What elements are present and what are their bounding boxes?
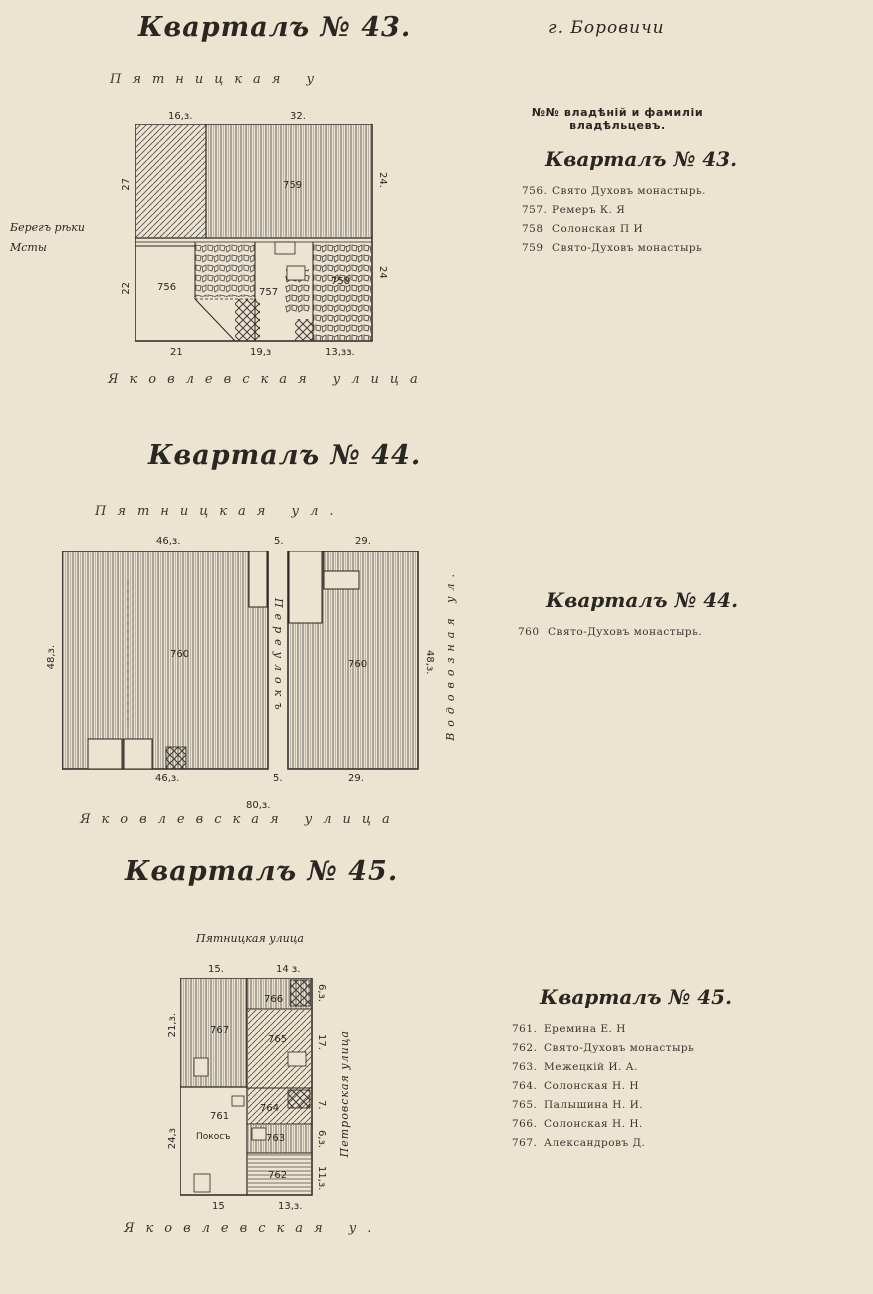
owner-row: 766.Солонская Н. Н. — [512, 1118, 643, 1130]
owner-list-43: 756.Свято Духовъ монастырь. 757.Ремеръ К… — [522, 185, 706, 261]
block-43-title: Кварталъ № 43. — [138, 12, 412, 43]
parcel-label-757: 757 — [259, 287, 278, 298]
parcel-762 — [248, 1154, 311, 1194]
owner-row: 765.Палышина Н. И. — [512, 1099, 644, 1111]
owner-row: 756.Свято Духовъ монастырь. — [522, 185, 706, 197]
parcel-label-763: 763 — [266, 1133, 285, 1144]
dim-45-right-e: 11,з. — [316, 1166, 327, 1191]
owner-row: 763.Межецкій И. А. — [512, 1061, 638, 1073]
block-45-title: Кварталъ № 45. — [125, 856, 399, 887]
street-top-43: Пятницкая у — [110, 72, 326, 87]
street-right-45: Петровская улица — [338, 1030, 351, 1158]
dim-44-top-c: 29. — [355, 536, 371, 547]
dim-43-top-a: 16,з. — [168, 111, 193, 122]
dim-43-right-a: 24. — [377, 172, 388, 188]
parcel-43-nw — [136, 125, 206, 237]
dim-45-right-b: 17. — [316, 1034, 327, 1050]
dim-44-left: 48,з. — [46, 645, 57, 670]
parcel-label-766: 766 — [264, 994, 283, 1005]
parcel-label-760-west: 760 — [170, 649, 189, 660]
street-bottom-45: Яковлевская у. — [124, 1221, 383, 1236]
street-middle-44: Переулокъ — [272, 598, 285, 716]
parcel-760-west — [62, 551, 269, 770]
parcel-765 — [248, 1010, 311, 1088]
parcel-label-767: 767 — [210, 1025, 229, 1036]
owner-row: 764.Солонская Н. Н — [512, 1080, 639, 1092]
list-43-title: Кварталъ № 43. — [545, 147, 738, 171]
dim-43-bottom-b: 19,з — [250, 347, 272, 358]
street-top-44: Пятницкая ул. — [95, 504, 345, 519]
columns-header: №№ владѣній и фамиліи владѣльцевъ. — [531, 106, 704, 132]
parcel-label-762: 762 — [268, 1170, 287, 1181]
parcel-767 — [181, 979, 247, 1087]
dim-45-right-d: 6,з. — [316, 1130, 327, 1149]
dim-43-bottom-a: 21 — [170, 347, 183, 358]
parcel-759 — [207, 125, 371, 237]
owner-list-45: 761.Еремина Е. Н 762.Свято-Духовъ монаст… — [512, 1023, 694, 1156]
owner-row: 761.Еремина Е. Н — [512, 1023, 626, 1035]
dim-45-left-a: 21,з. — [167, 1013, 178, 1038]
parcel-label-760-east: 760 — [348, 659, 367, 670]
dim-45-top-b: 14 з. — [276, 964, 301, 975]
dim-45-right-a: 6,з. — [316, 984, 327, 1003]
block-44-title: Кварталъ № 44. — [148, 440, 422, 471]
parcel-label-765: 765 — [268, 1034, 287, 1045]
town-name: г. Боровичи — [548, 18, 665, 38]
dim-44-bottom-c: 29. — [348, 773, 364, 784]
dim-44-bottom-b: 5. — [273, 773, 283, 784]
dim-43-right-b: 24 — [377, 266, 388, 279]
dim-45-right-c: 7. — [316, 1100, 327, 1110]
dim-43-top-b: 32. — [290, 111, 306, 122]
dim-44-bottom-a: 46,з. — [155, 773, 180, 784]
cemetery-label: Покосъ — [196, 1132, 231, 1142]
dim-44-right: 48,з. — [424, 650, 435, 675]
street-left-43: Берегъ рѣки Мсты — [10, 221, 85, 254]
parcel-label-756: 756 — [157, 282, 176, 293]
list-44-title: Кварталъ № 44. — [546, 588, 739, 612]
dim-44-top-b: 5. — [274, 536, 284, 547]
street-bottom-43: Яковлевская улица — [108, 372, 429, 387]
owner-row: 762.Свято-Духовъ монастырь — [512, 1042, 695, 1054]
dim-43-left-a: 27 — [121, 178, 132, 191]
dim-45-left-b: 24,з — [167, 1128, 178, 1150]
parcel-label-761: 761 — [210, 1111, 229, 1122]
parcel-label-764: 764 — [260, 1103, 279, 1114]
parcel-label-759: 759 — [283, 180, 302, 191]
dim-45-top-a: 15. — [208, 964, 224, 975]
dim-45-bottom-b: 13,з. — [278, 1201, 303, 1212]
street-bottom-44: Яковлевская улица — [80, 812, 401, 827]
dim-43-left-b: 22 — [121, 282, 132, 295]
block-43-map: 759 756 757 758 — [135, 124, 373, 342]
street-right-44: Водовозная ул. — [444, 568, 457, 741]
block-44-map: 760 760 — [62, 551, 419, 770]
dim-44-top-a: 46,з. — [156, 536, 181, 547]
owner-row: 757.Ремеръ К. Я — [522, 204, 626, 216]
block-45-map: 766 767 765 761 764 763 762 Покосъ — [180, 978, 313, 1196]
dim-44-total: 80,з. — [246, 800, 271, 811]
dim-43-bottom-c: 13,зз. — [325, 347, 355, 358]
dim-45-bottom-a: 15 — [212, 1201, 225, 1212]
list-45-title: Кварталъ № 45. — [540, 985, 733, 1009]
parcel-label-758: 758 — [331, 276, 350, 287]
owner-row: 767.Александровъ Д. — [512, 1137, 646, 1149]
street-top-45: Пятницкая улица — [196, 932, 304, 945]
